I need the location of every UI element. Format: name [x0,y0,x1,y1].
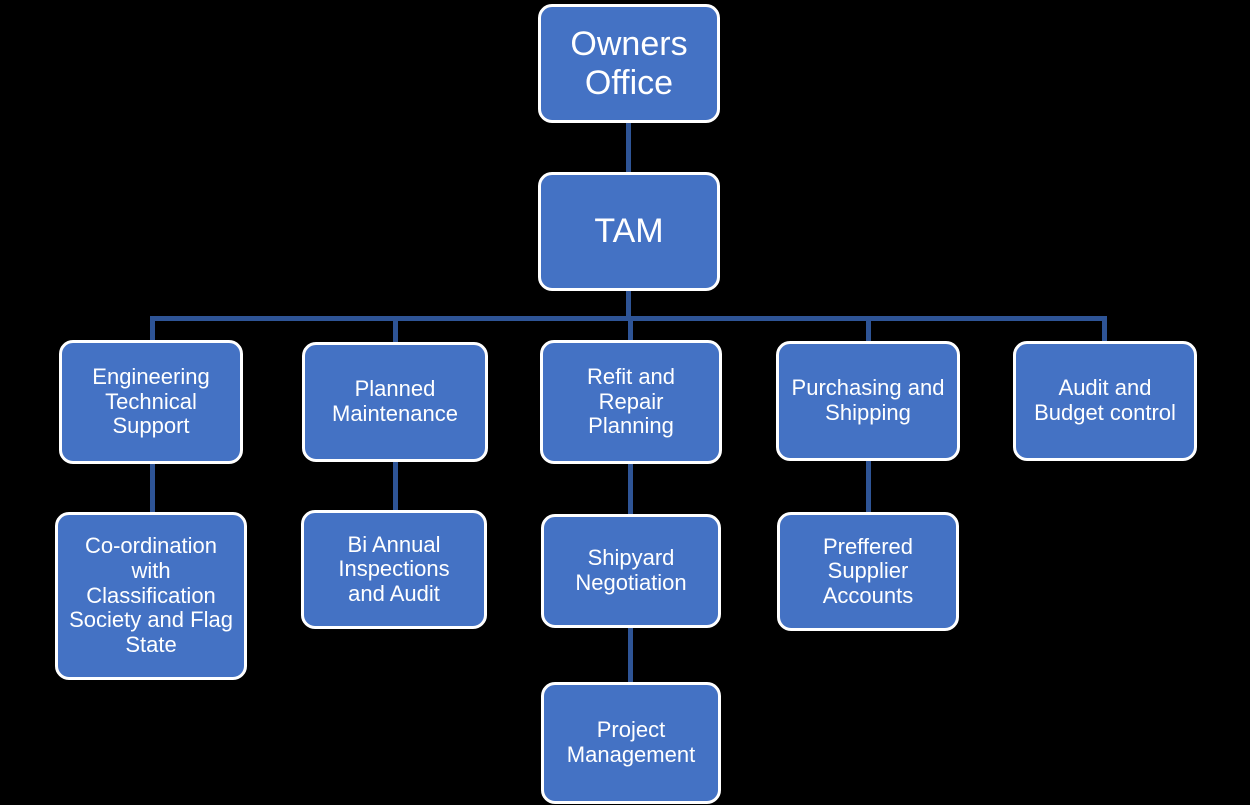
connector-bus-to-engineering-technical-support [150,316,155,342]
node-audit-and-budget-control-label: Audit and Budget control [1034,375,1176,425]
node-refit-and-repair-planning[interactable]: Refit and Repair Planning [540,340,722,464]
connector-planned-maintenance-to-bi-annual [393,460,398,512]
connector-engineering-to-coordination [150,462,155,514]
node-engineering-technical-support[interactable]: Engineering Technical Support [59,340,243,464]
node-coordination-classification-label: Co-ordination with Classification Societ… [69,533,233,657]
node-planned-maintenance-label: Planned Maintenance [332,376,458,426]
node-refit-and-repair-planning-label: Refit and Repair Planning [586,364,676,439]
node-owners-office-label: Owners Office [570,25,688,102]
connector-bus-to-planned-maintenance [393,316,398,344]
node-bi-annual-inspections[interactable]: Bi Annual Inspections and Audit [301,510,487,629]
node-owners-office[interactable]: Owners Office [538,4,720,123]
node-coordination-classification[interactable]: Co-ordination with Classification Societ… [55,512,247,680]
node-purchasing-and-shipping[interactable]: Purchasing and Shipping [776,341,960,461]
node-shipyard-negotiation[interactable]: Shipyard Negotiation [541,514,721,628]
node-project-management[interactable]: Project Management [541,682,721,804]
node-preffered-supplier-accounts-label: Preffered Supplier Accounts [822,533,914,608]
node-preffered-supplier-accounts[interactable]: Preffered Supplier Accounts [777,512,959,631]
connector-owners-office-to-tam [626,121,631,175]
node-engineering-technical-support-label: Engineering Technical Support [92,364,210,439]
connector-bus-to-audit-and-budget-control [1102,316,1107,342]
node-tam-label: TAM [594,212,664,251]
connector-shipyard-to-project-management [628,626,633,684]
node-audit-and-budget-control[interactable]: Audit and Budget control [1013,341,1197,461]
connector-bus-to-purchasing-and-shipping [866,316,871,342]
node-shipyard-negotiation-label: Shipyard Negotiation [575,545,687,595]
connector-bus-to-refit-and-repair-planning [628,316,633,342]
connector-purchasing-to-preffered-supplier [866,460,871,514]
node-planned-maintenance[interactable]: Planned Maintenance [302,342,488,462]
node-bi-annual-inspections-label: Bi Annual Inspections and Audit [338,531,450,606]
connector-refit-to-shipyard-negotiation [628,462,633,516]
node-project-management-label: Project Management [566,717,696,767]
node-purchasing-and-shipping-label: Purchasing and Shipping [791,375,945,425]
node-tam[interactable]: TAM [538,172,720,291]
connector-tam-down-stub [626,288,631,320]
